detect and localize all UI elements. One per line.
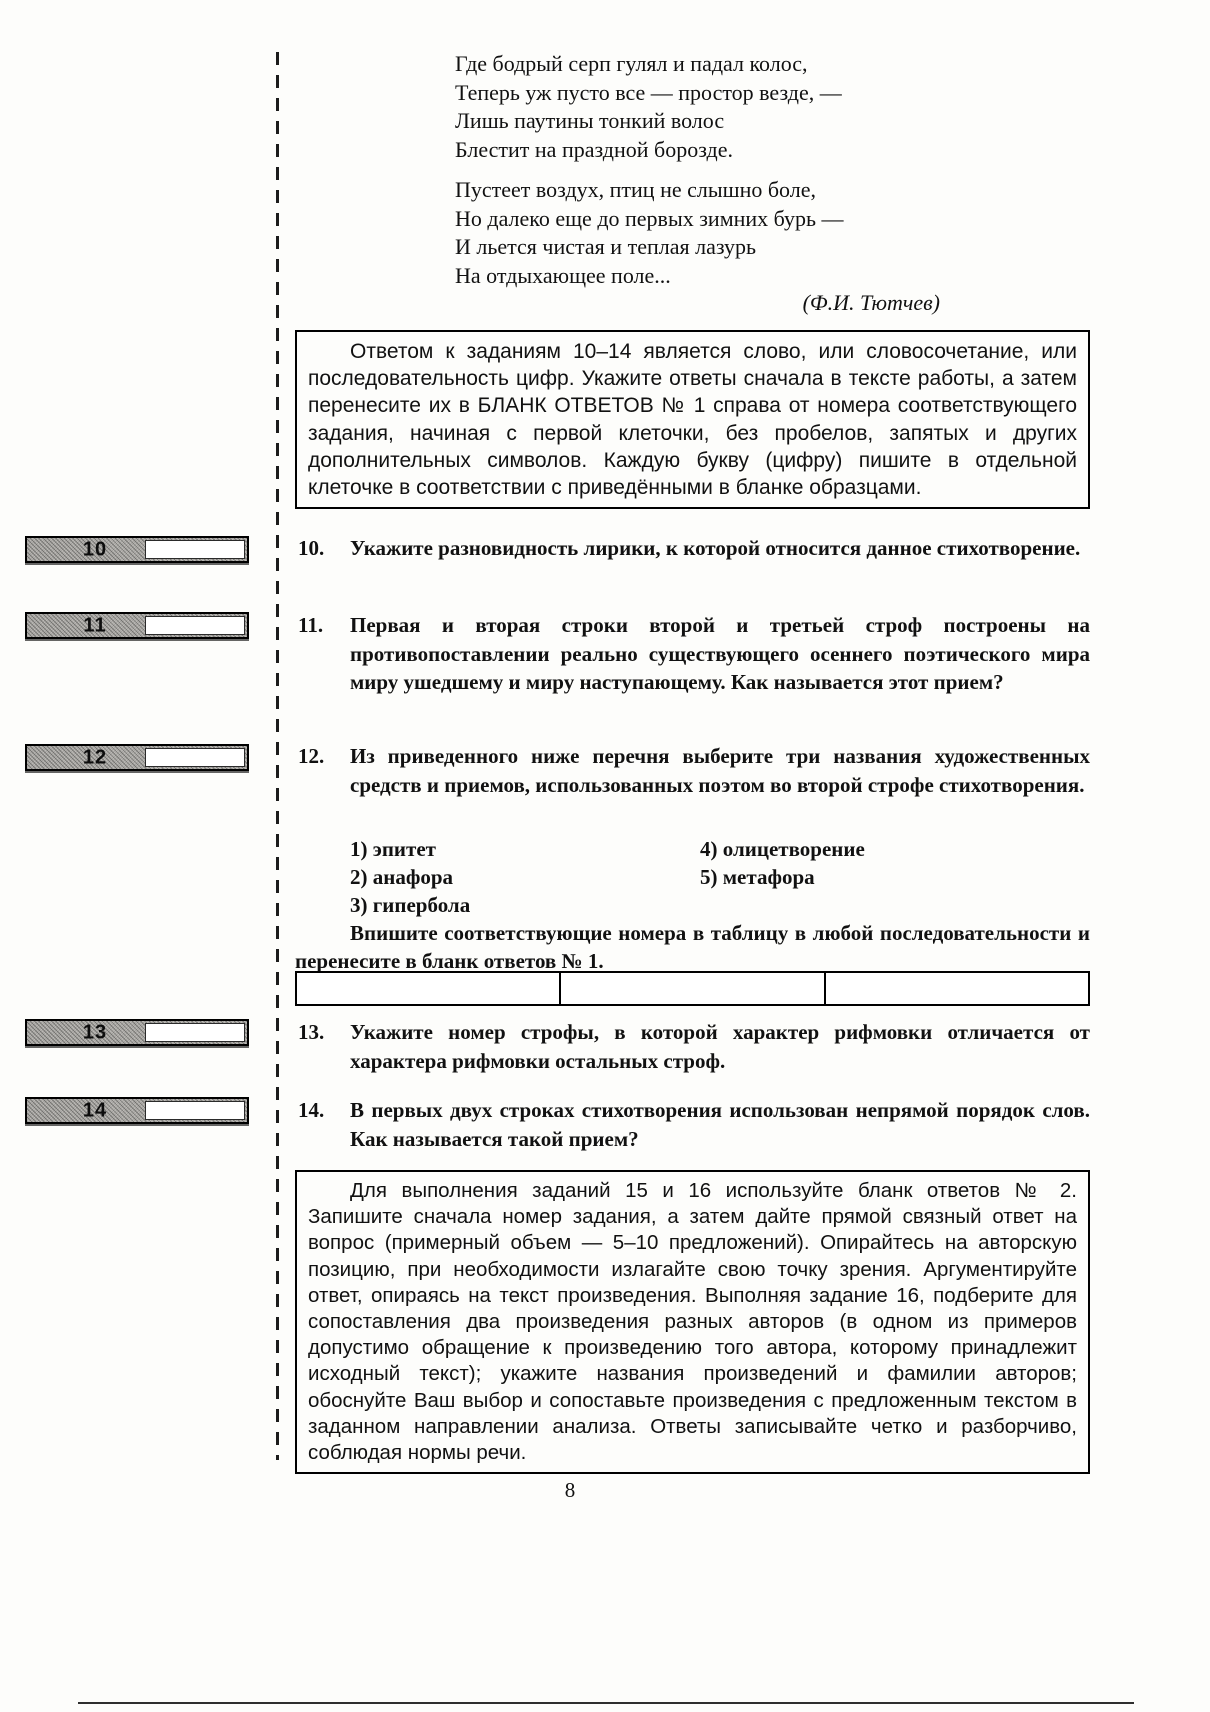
option-item: 2) анафора [350,865,454,889]
scan-bottom-edge [78,1702,1134,1704]
margin-answer-field[interactable] [145,748,245,767]
poem-line: Теперь уж пусто все — простор везде, — [455,79,842,105]
poem-line: Блестит на праздной борозде. [455,136,733,162]
margin-answer-label: 12 [82,746,108,768]
task-14: 14. В первых двух строках стихотворения … [295,1096,1090,1153]
instructions-text: Ответом к заданиям 10–14 является слово,… [308,340,1077,500]
task-12-answer-table [295,971,1090,1006]
poem-stanza-1: Где бодрый серп гулял и падал колос, Теп… [455,50,844,164]
poem-line: Пустеет воздух, птиц не слышно боле, [455,177,816,202]
poem-stanza-2: Пустеет воздух, птиц не слышно боле, Но … [455,176,844,290]
task-number: 14. [298,1098,325,1122]
task-11: 11. Первая и вторая строки второй и трет… [295,611,1090,697]
margin-answer-label: 10 [82,538,108,560]
task-text: В первых двух строках стихотворения испо… [350,1098,1090,1151]
margin-answer-box-12: 12 [25,744,249,771]
answer-cell[interactable] [826,973,1088,1004]
margin-answer-label: 13 [82,1021,108,1043]
instructions-box-tasks-10-14: Ответом к заданиям 10–14 является слово,… [295,330,1090,510]
task-text: Укажите номер строфы, в которой характер… [350,1020,1090,1073]
dashed-cut-line [276,52,279,1460]
answer-cell[interactable] [561,973,826,1004]
poem-line: На отдыхающее поле... [455,262,671,288]
page-number: 8 [564,1478,576,1502]
task-text: Из приведенного ниже перечня выберите тр… [350,744,1090,797]
poem-line: Лишь паутины тонкий волос [455,108,725,133]
option-item: 1) эпитет [350,837,436,861]
margin-answer-box-10: 10 [25,536,249,563]
instructions-box-tasks-15-16: Для выполнения заданий 15 и 16 используй… [295,1170,1090,1475]
task-13: 13. Укажите номер строфы, в которой хара… [295,1018,1090,1075]
option-item: 4) олицетворение [700,837,865,861]
task-12: 12. Из приведенного ниже перечня выберит… [295,742,1090,799]
task-10: 10. Укажите разновидность лирики, к кото… [295,534,1090,563]
poem-line: И льется чистая и теплая лазурь [455,234,757,259]
margin-answer-box-11: 11 [25,612,249,639]
task-number: 13. [298,1020,325,1044]
margin-answer-field[interactable] [145,540,245,559]
margin-answer-box-14: 14 [25,1097,249,1124]
margin-answer-label: 14 [82,1099,108,1121]
instructions-text: Для выполнения заданий 15 и 16 используй… [308,1179,1077,1465]
poem-line: Но далеко еще до первых зимних бурь — [455,205,844,231]
option-item: 5) метафора [700,865,815,889]
task-number: 12. [298,744,325,768]
margin-answer-field[interactable] [145,1101,245,1120]
task-text: Первая и вторая строки второй и третьей … [350,613,1090,694]
answer-cell[interactable] [297,973,562,1004]
task-text: Укажите разновидность лирики, к которой … [350,536,1081,560]
poem: Где бодрый серп гулял и падал колос, Теп… [455,50,844,290]
margin-answer-field[interactable] [145,1023,245,1042]
margin-answer-field[interactable] [145,616,245,635]
margin-answer-label: 11 [83,614,107,636]
option-item: 3) гипербола [350,893,471,917]
task-number: 10. [298,536,325,560]
task-12-note: Впишите соответствующие номера в таблицу… [295,921,1090,973]
task-12-options-column-1: 1) эпитет 2) анафора 3) гипербола [350,835,470,919]
margin-answer-box-13: 13 [25,1019,249,1046]
task-12-options-column-2: 4) олицетворение 5) метафора [700,835,865,891]
task-number: 11. [298,613,324,637]
poem-author: (Ф.И. Тютчев) [802,290,940,315]
poem-line: Где бодрый серп гулял и падал колос, [455,51,808,76]
